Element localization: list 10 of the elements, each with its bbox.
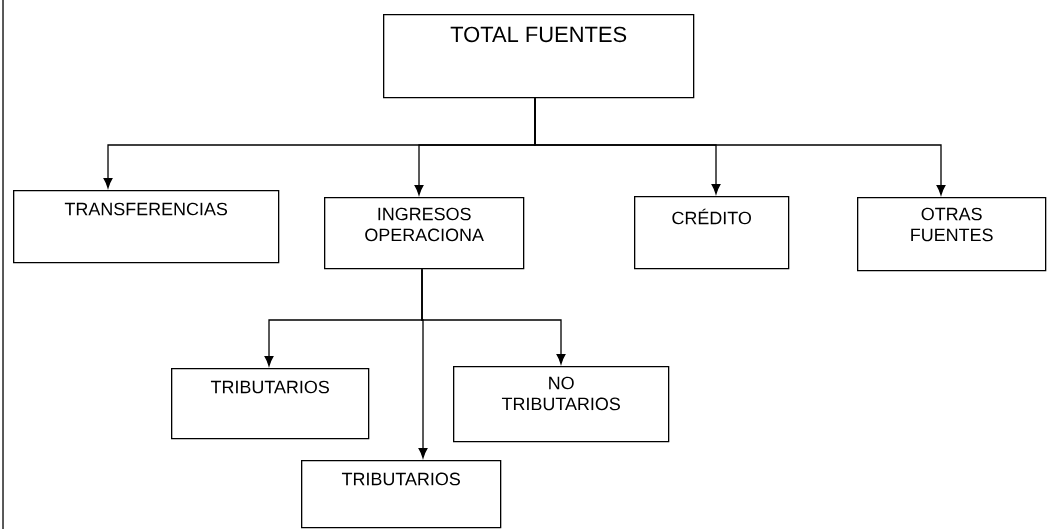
box: OTRAS FUENTES (857, 197, 1047, 272)
box: TRIBUTARIOS (171, 368, 370, 440)
box: NO TRIBUTARIOS (453, 366, 670, 443)
box: INGRESOS OPERACIONA (324, 197, 525, 270)
arrow (421, 268, 566, 365)
box: TRANSFERENCIAS (13, 190, 280, 264)
box: CRÉDITO (634, 196, 790, 270)
arrow (534, 97, 946, 196)
box: TRIBUTARIOS (301, 460, 502, 529)
box: TOTAL FUENTES (383, 14, 695, 99)
